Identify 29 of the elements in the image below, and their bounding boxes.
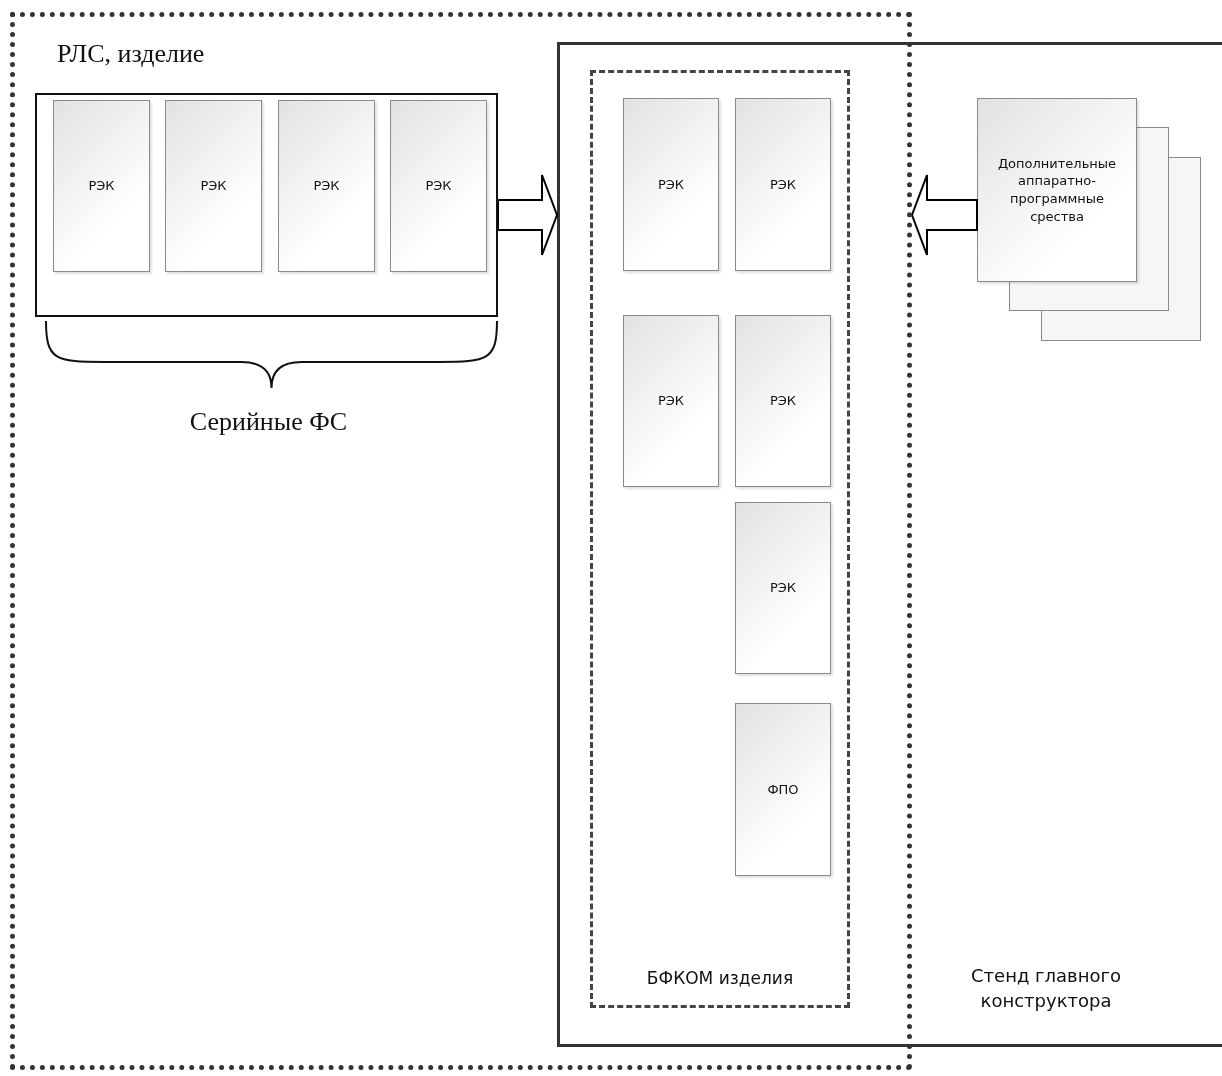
stand-label: Стенд главного конструктора — [970, 964, 1122, 1014]
module-label: ФПО — [767, 780, 799, 799]
subsystem-label: БФКОМ изделия — [645, 968, 795, 988]
module-box — [735, 502, 831, 674]
module-label: РЭК — [769, 392, 797, 410]
module-label: РЭК — [657, 175, 685, 194]
group-caption: Серийные ФС — [188, 407, 349, 437]
subsystem-frame — [590, 70, 850, 1008]
module-box — [735, 315, 831, 487]
module-box — [735, 98, 831, 271]
module-label: РЭК — [200, 177, 227, 195]
block-arrow — [497, 174, 559, 256]
module-label: РЭК — [88, 177, 115, 195]
module-box — [53, 100, 150, 272]
document-box — [977, 98, 1137, 282]
module-label: РЭК — [769, 579, 797, 597]
block-arrow — [910, 174, 978, 256]
module-box — [735, 703, 831, 876]
module-label: РЭК — [425, 177, 452, 195]
module-box — [165, 100, 262, 272]
module-label: РЭК — [657, 392, 685, 410]
group-title: РЛС, изделие — [57, 39, 205, 69]
module-label: Дополнительные аппаратно-программные срества — [996, 154, 1118, 226]
module-label: РЭК — [769, 175, 797, 194]
module-label: РЭК — [313, 177, 340, 195]
module-box — [390, 100, 487, 272]
module-box — [623, 98, 719, 271]
module-box — [623, 315, 719, 487]
module-box — [278, 100, 375, 272]
